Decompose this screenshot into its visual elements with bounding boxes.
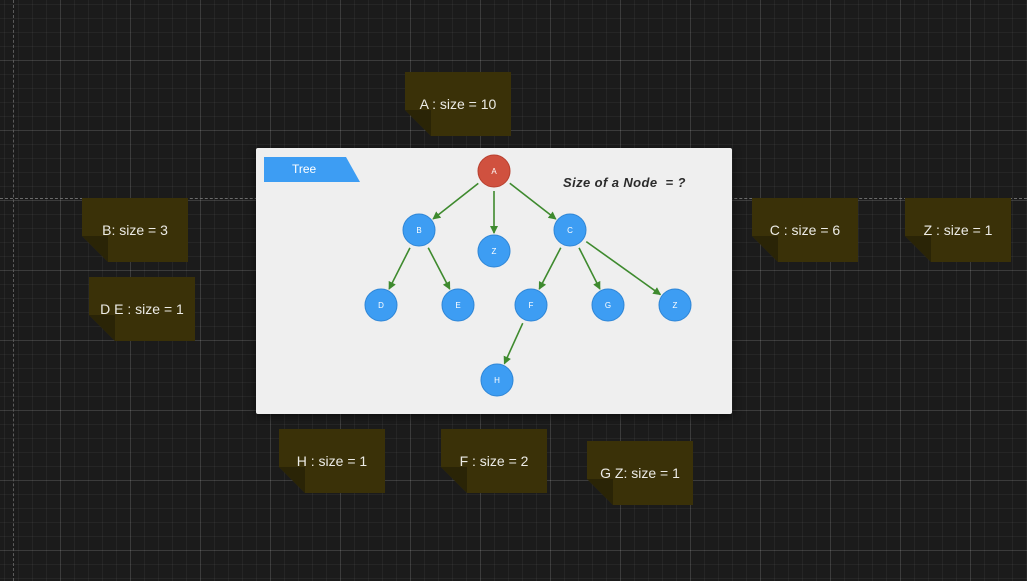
note-h-size[interactable]: H : size = 1 (279, 429, 385, 493)
node-label: B (416, 226, 421, 235)
edge-b-d (388, 247, 411, 290)
tree-node-f[interactable]: F (514, 288, 548, 322)
edge-c-z2 (585, 240, 662, 296)
node-circle (402, 213, 436, 247)
tree-node-g[interactable]: G (591, 288, 625, 322)
tree-diagram-card[interactable]: Tree Size of a Node = ? A B Z C D E F G Z H (256, 148, 732, 414)
node-label: C (567, 226, 573, 235)
node-circle (477, 154, 511, 188)
note-b-size-text: B: size = 3 (102, 222, 168, 238)
edge-f-h (503, 322, 524, 365)
node-label: H (494, 376, 500, 385)
note-c-size-text: C : size = 6 (769, 222, 841, 238)
node-label: Z (673, 301, 678, 310)
note-f-size[interactable]: F : size = 2 (441, 429, 547, 493)
node-label: E (455, 301, 460, 310)
tree-node-z1[interactable]: Z (477, 234, 511, 268)
node-circle (553, 213, 587, 247)
node-circle (591, 288, 625, 322)
question-text: Size of a Node = ? (563, 175, 686, 190)
tree-node-z2[interactable]: Z (658, 288, 692, 322)
tree-node-b[interactable]: B (402, 213, 436, 247)
node-circle (477, 234, 511, 268)
edge-a-b (432, 182, 479, 220)
node-circle (441, 288, 475, 322)
tree-tag-label: Tree (264, 157, 360, 182)
note-z-size[interactable]: Z : size = 1 (905, 198, 1011, 262)
note-de-size-text: D E : size = 1 (100, 301, 184, 317)
tree-node-d[interactable]: D (364, 288, 398, 322)
tree-graph: A B Z C D E F G Z H (364, 154, 692, 397)
edge-c-f (538, 247, 562, 290)
note-gz-size[interactable]: G Z: size = 1 (587, 441, 693, 505)
note-b-size[interactable]: B: size = 3 (82, 198, 188, 262)
node-label: F (529, 301, 534, 310)
note-gz-size-text: G Z: size = 1 (600, 465, 680, 481)
node-circle (480, 363, 514, 397)
vertical-guide-line (13, 0, 14, 581)
node-label: G (605, 301, 611, 310)
tree-node-h[interactable]: H (480, 363, 514, 397)
edge-a-c (509, 182, 557, 220)
tree-node-a[interactable]: A (477, 154, 511, 188)
node-label: A (491, 167, 497, 176)
note-f-size-text: F : size = 2 (459, 453, 529, 469)
note-h-size-text: H : size = 1 (296, 453, 368, 469)
tree-node-c[interactable]: C (553, 213, 587, 247)
note-a-size-text: A : size = 10 (419, 96, 497, 112)
note-de-size[interactable]: D E : size = 1 (89, 277, 195, 341)
tree-node-e[interactable]: E (441, 288, 475, 322)
note-a-size[interactable]: A : size = 10 (405, 72, 511, 136)
node-label: Z (492, 247, 497, 256)
node-label: D (378, 301, 384, 310)
note-z-size-text: Z : size = 1 (923, 222, 993, 238)
node-circle (658, 288, 692, 322)
node-circle (364, 288, 398, 322)
note-c-size[interactable]: C : size = 6 (752, 198, 858, 262)
edge-b-e (427, 247, 451, 290)
edge-c-g (578, 247, 601, 290)
node-circle (514, 288, 548, 322)
